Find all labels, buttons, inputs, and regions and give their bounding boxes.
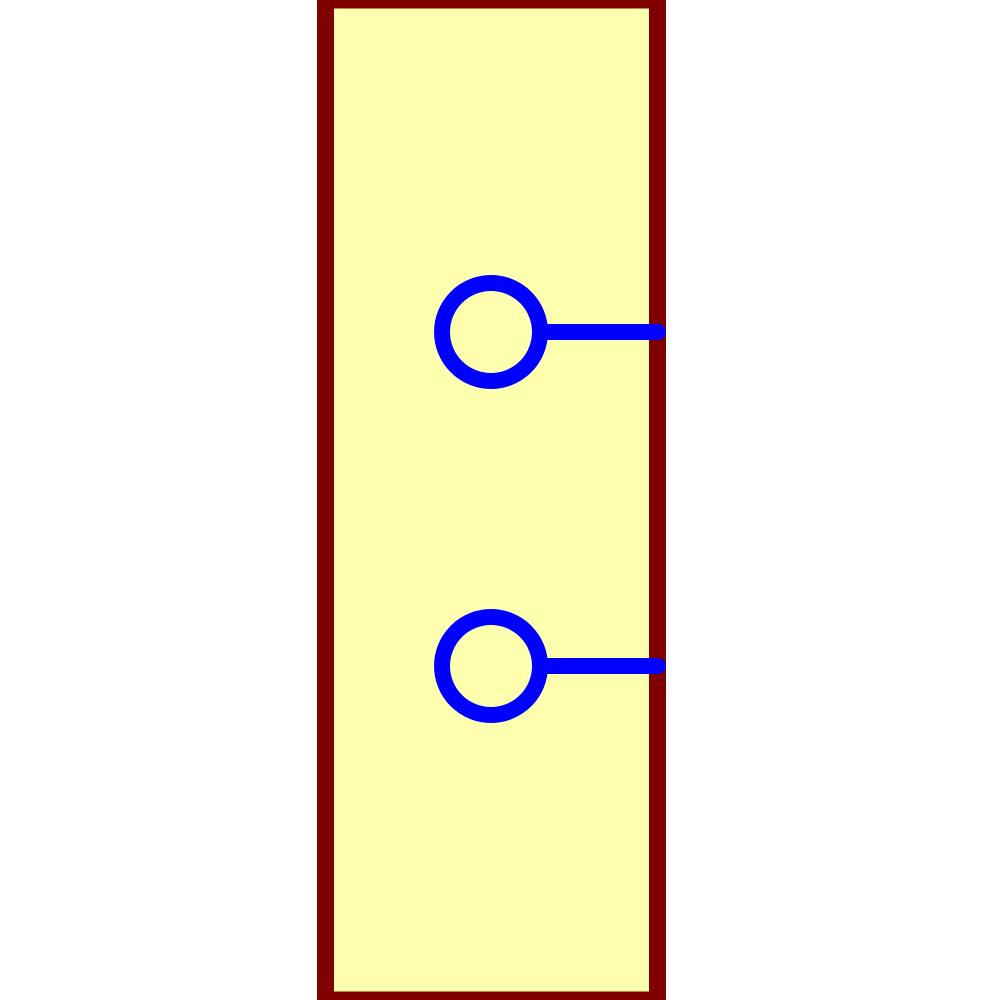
component-body [317,0,666,1000]
pins-group [434,275,666,723]
